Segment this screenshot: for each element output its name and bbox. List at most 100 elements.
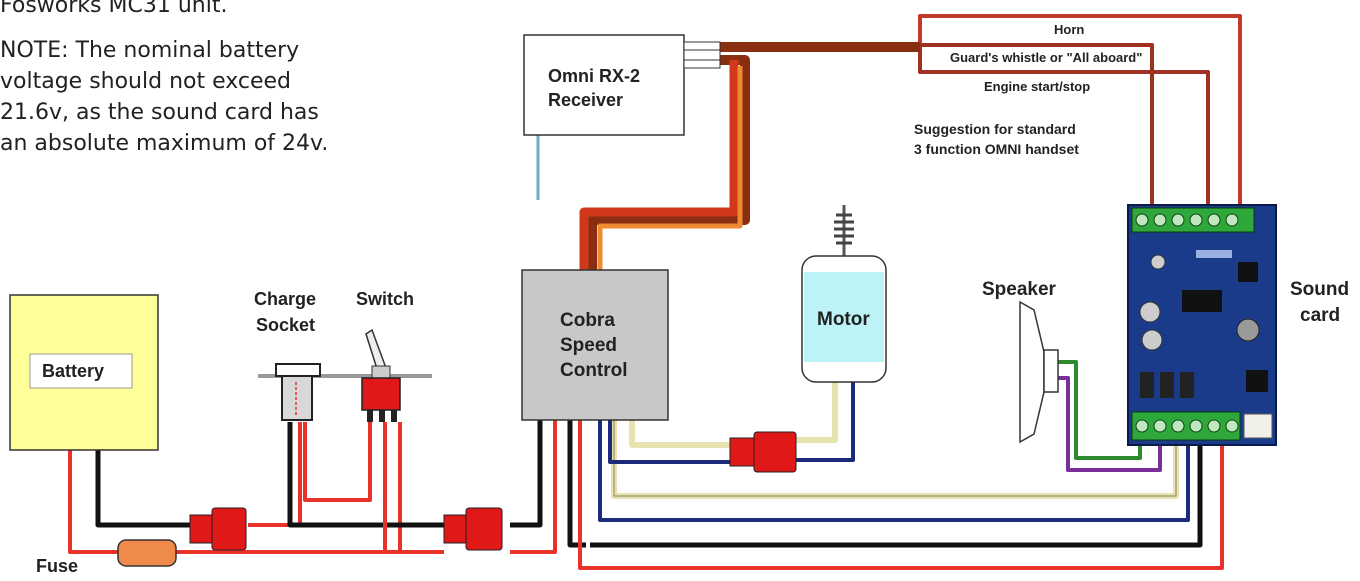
switch-terminal	[379, 410, 385, 422]
intro-text: Fosworks MC31 unit. NOTE: The nominal ba…	[0, 0, 330, 173]
whistle-label: Guard's whistle or "All aboard"	[950, 50, 1142, 65]
sc-red-long	[578, 420, 1224, 570]
receiver-label-line1: Omni RX-2	[548, 66, 640, 86]
fuse: Fuse	[36, 539, 177, 576]
intro-line: Fosworks MC31 unit.	[0, 0, 228, 18]
switch-nut	[371, 365, 391, 379]
connector-shell	[465, 507, 503, 551]
sound-card-white-plug	[1243, 413, 1273, 439]
switch-terminal	[391, 410, 397, 422]
suggestion-line2: 3 function OMNI handset	[914, 141, 1079, 157]
speed-control-label-line1: Cobra	[560, 310, 615, 331]
terminal-screw	[1171, 419, 1185, 433]
switch: Switch	[356, 289, 414, 422]
battery-label-plate	[29, 353, 133, 389]
speed-control: Cobra Speed Control	[521, 269, 669, 421]
sound-card-chip	[1180, 372, 1194, 398]
suggestion-line1: Suggestion for standard	[914, 121, 1076, 137]
connector-shell	[189, 514, 213, 544]
sound-card-label-line2: card	[1300, 305, 1340, 326]
sc-black-long	[567, 420, 1203, 548]
sound-card-chip	[1160, 372, 1174, 398]
switch-terminal	[367, 410, 373, 422]
motor-label: Motor	[817, 309, 870, 330]
motor-band	[804, 272, 884, 362]
sc-cream-motor	[629, 420, 730, 448]
terminal-screw	[1225, 419, 1239, 433]
sound-card-chip	[1140, 372, 1154, 398]
sound-card: Sound card	[1127, 204, 1349, 446]
fuse-body	[117, 539, 177, 567]
sound-card-led-row	[1196, 250, 1232, 258]
terminal-screw	[1189, 419, 1203, 433]
speaker-green	[1055, 360, 1142, 460]
terminal-screw	[1135, 419, 1149, 433]
sound-card-volume-pot	[1236, 318, 1260, 342]
terminal-screw	[1207, 213, 1221, 227]
connector2-red	[510, 420, 557, 554]
inline-connector-1	[189, 507, 247, 551]
connector-shell	[211, 507, 247, 551]
charge-socket-body	[281, 375, 313, 421]
battery-black-wire	[95, 450, 210, 528]
motor: Motor	[801, 205, 887, 383]
motor-cream-up	[796, 382, 838, 443]
engine-wire	[920, 43, 1154, 210]
fuse-label: Fuse	[36, 556, 78, 576]
receiver-plug	[683, 41, 721, 69]
inline-connector-2	[443, 507, 503, 551]
receiver-cable-orange	[597, 66, 743, 270]
battery-label: Battery	[42, 361, 104, 381]
speaker-label: Speaker	[982, 279, 1057, 300]
receiver-box	[523, 34, 685, 136]
terminal-screw	[1153, 419, 1167, 433]
motor-connector	[729, 431, 797, 473]
receiver-label-line2: Receiver	[548, 90, 623, 110]
wires	[68, 14, 1242, 570]
terminal-screw	[1207, 419, 1221, 433]
receiver: Omni RX-2 Receiver	[523, 34, 721, 136]
connector2-black	[510, 420, 543, 528]
sound-card-chip	[1246, 370, 1268, 392]
sc-cream-outline	[613, 420, 1177, 497]
socket-black	[287, 422, 444, 528]
speed-control-label-line3: Control	[560, 360, 628, 381]
connector-shell	[443, 514, 467, 544]
engine-label: Engine start/stop	[984, 79, 1090, 94]
charge-socket-label-line2: Socket	[256, 315, 315, 335]
switch-label: Switch	[356, 289, 414, 309]
function-labels: Horn Guard's whistle or "All aboard" Eng…	[914, 22, 1142, 157]
speed-control-box	[521, 269, 669, 421]
speed-control-label-line2: Speed	[560, 335, 617, 356]
terminal-screw	[1189, 213, 1203, 227]
terminal-screw	[1153, 213, 1167, 227]
sc-blue-motor	[608, 420, 730, 464]
voltage-note: NOTE: The nominal battery voltage should…	[0, 38, 329, 156]
switch-red-out	[383, 422, 444, 554]
charge-socket: Charge Socket	[254, 289, 321, 421]
connector-shell	[729, 437, 755, 467]
sound-card-chip	[1238, 262, 1258, 282]
sound-card-bottom-terminal	[1131, 411, 1241, 441]
receiver-cable-red	[579, 60, 739, 270]
whistle-wire	[918, 45, 1210, 210]
speaker-cone	[1019, 300, 1045, 444]
sound-card-chip	[1182, 290, 1222, 312]
battery-red-wire	[68, 450, 118, 554]
motor-blue-up	[796, 382, 855, 462]
terminal-screw	[1225, 213, 1239, 227]
battery: Battery	[9, 294, 159, 451]
speaker-magnet	[1043, 349, 1059, 393]
sound-card-label-line1: Sound	[1290, 279, 1349, 300]
terminal-screw	[1135, 213, 1149, 227]
socket-to-switch	[303, 422, 372, 502]
charge-socket-flange	[275, 363, 321, 377]
terminal-screw	[1171, 213, 1185, 227]
motor-worm-gear	[834, 213, 854, 245]
speaker: Speaker	[982, 279, 1059, 444]
sc-white-long	[586, 420, 1212, 557]
sound-card-capacitor	[1141, 329, 1163, 351]
connector-shell	[753, 431, 797, 473]
sound-card-capacitor	[1150, 254, 1166, 270]
